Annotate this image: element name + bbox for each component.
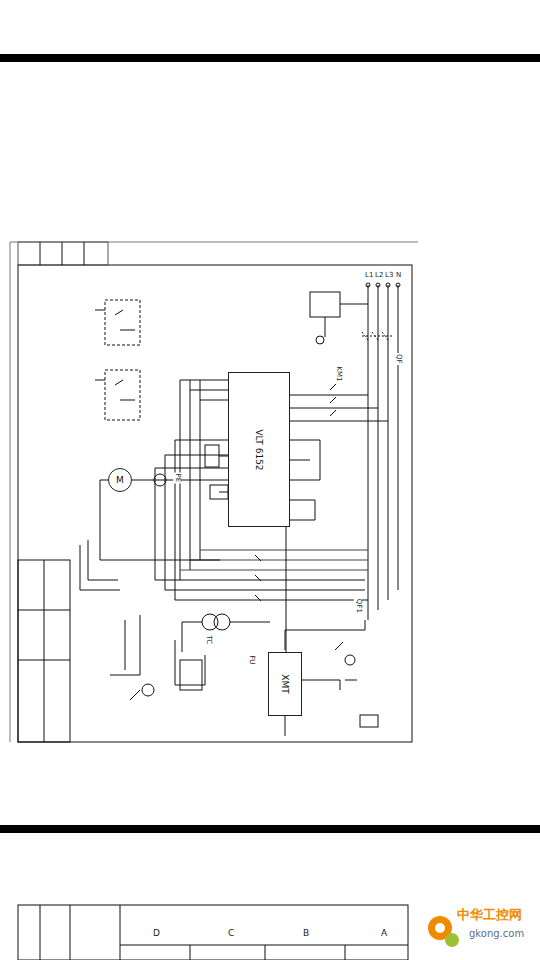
watermark: 中华工控网 xyxy=(456,908,523,922)
node-text: XMT xyxy=(280,674,290,693)
zone-letter: D xyxy=(152,929,161,939)
inverter-box: VLT 6152 xyxy=(228,372,290,527)
wire-label: FU xyxy=(248,654,256,665)
zone-letter: A xyxy=(380,929,388,939)
node-text: VLT 6152 xyxy=(254,429,264,470)
wire-label: KM1 xyxy=(335,365,343,382)
zone-letter: C xyxy=(227,929,235,939)
wire-label: L2 xyxy=(374,272,384,280)
wire-label: PE xyxy=(173,473,181,484)
watermark: gkong.com xyxy=(468,928,525,939)
wire-label: N xyxy=(395,272,402,280)
wire xyxy=(286,527,287,652)
wire-label: TC xyxy=(205,634,213,645)
wire-label: L1 xyxy=(364,272,374,280)
motor-circle: M xyxy=(108,468,132,492)
wire-label: QF1 xyxy=(354,598,362,614)
node-text: M xyxy=(116,475,124,485)
wire-label: QF xyxy=(394,353,402,365)
zone-letter: B xyxy=(302,929,310,939)
controller-box: XMT xyxy=(268,652,302,716)
wire-label: L3 xyxy=(384,272,394,280)
